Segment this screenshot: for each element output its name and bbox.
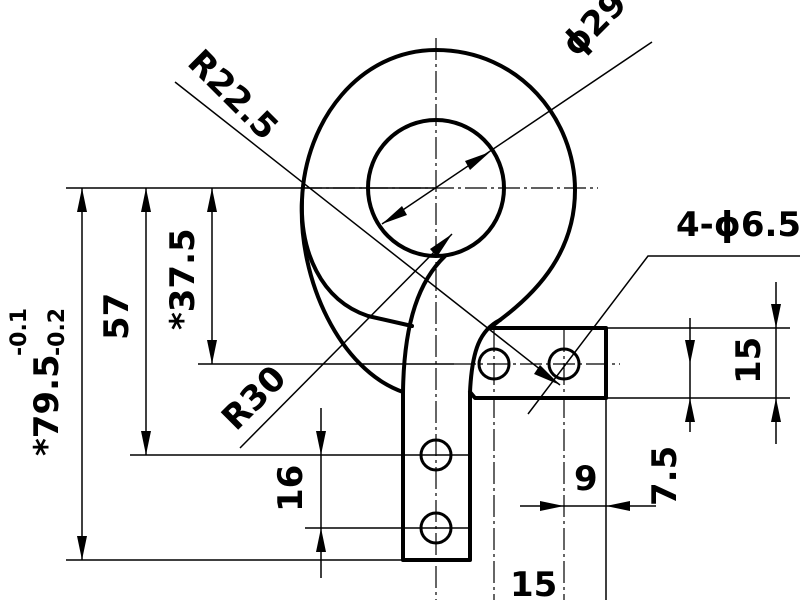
outer-arc (299, 48, 577, 328)
label-15-bottom: 15 (510, 565, 557, 600)
hole-1 (477, 347, 511, 381)
label-15-right: 15 (729, 337, 769, 384)
extension-lines (66, 187, 790, 600)
label-phi29: ϕ29 (554, 0, 635, 64)
dimension-lines (77, 41, 800, 578)
label-4-phi6-5: 4-ϕ6.5 (676, 205, 800, 245)
label-r22-5: R22.5 (180, 42, 286, 148)
label-57: 57 (97, 293, 137, 340)
neck-left (401, 254, 502, 562)
label-r30: R30 (214, 358, 294, 438)
label-16: 16 (271, 465, 311, 512)
label-tol-lower: -0.2 (45, 308, 70, 356)
hole-2 (547, 347, 581, 381)
r30-arc (299, 198, 405, 394)
label-79-5: *79.5 (27, 354, 67, 456)
part-outline (299, 48, 608, 562)
label-37-5: *37.5 (163, 228, 203, 330)
right-tab (468, 318, 608, 400)
label-9: 9 (574, 459, 598, 499)
label-7-5: 7.5 (645, 446, 685, 506)
label-tol-upper: -0.1 (7, 308, 32, 356)
